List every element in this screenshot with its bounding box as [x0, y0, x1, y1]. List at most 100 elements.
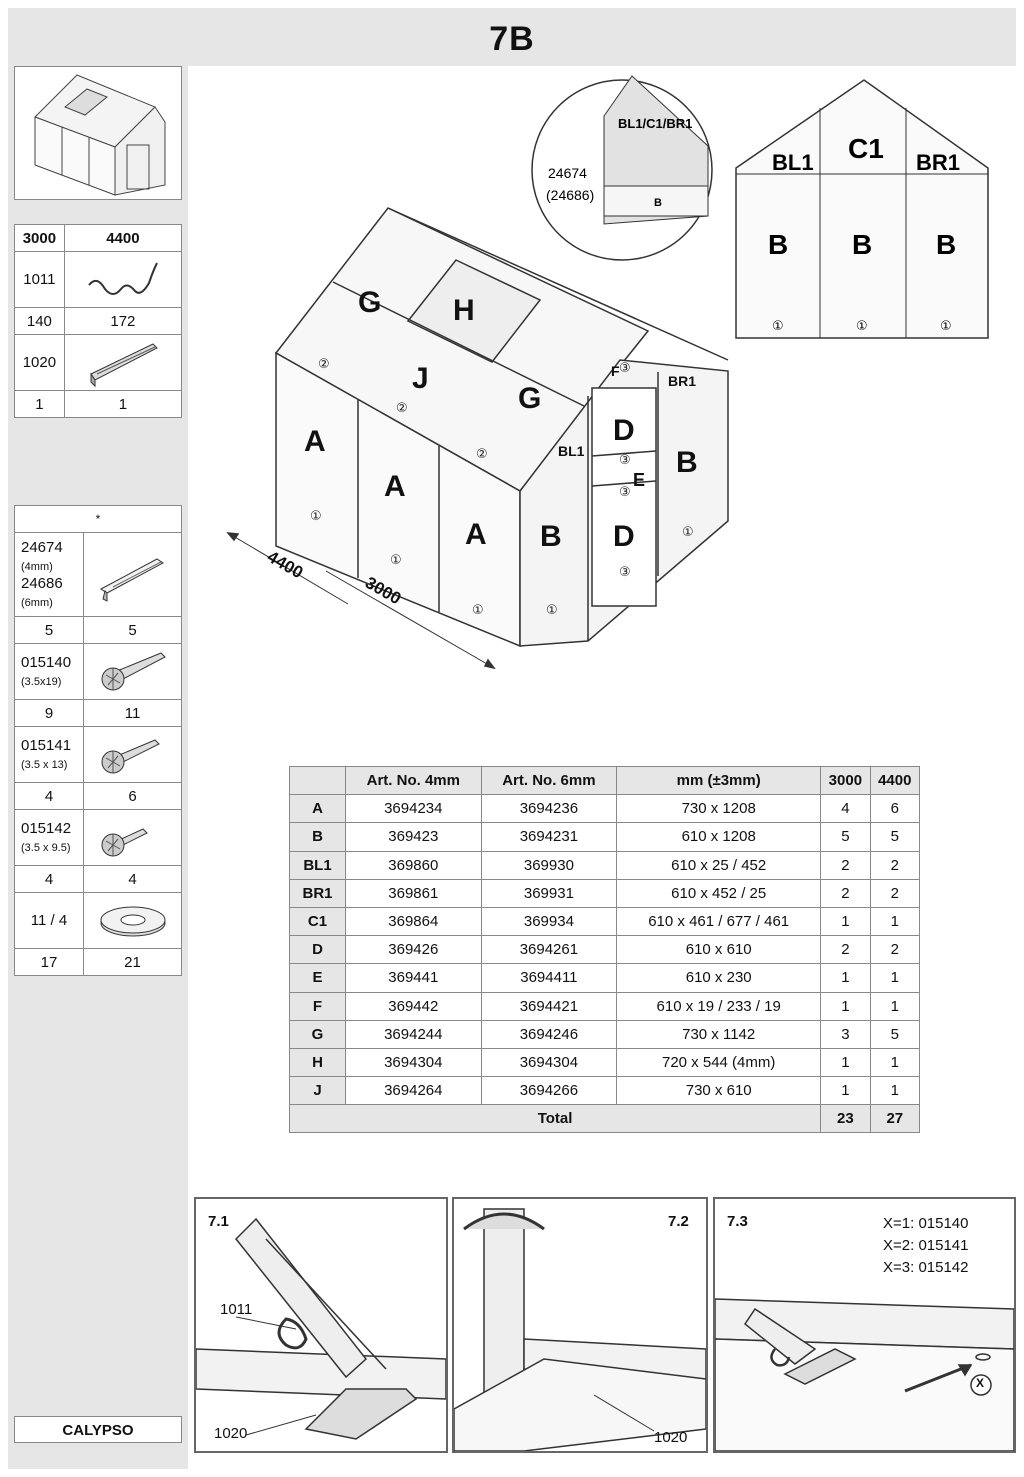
- panel-label: A: [465, 518, 487, 551]
- table-cell: 369426: [345, 935, 482, 965]
- table-cell: 1: [869, 963, 921, 993]
- inset-label: BL1/C1/BR1: [618, 116, 692, 131]
- gable-label: B: [768, 229, 788, 260]
- part-qty-3000: 140: [14, 307, 65, 335]
- table-cell: 1: [820, 1076, 871, 1106]
- part-qty-4400: 5: [83, 616, 182, 644]
- table-cell: 369860: [345, 850, 482, 880]
- screw-position-marker: X: [976, 1376, 985, 1390]
- part-callout: 1011: [220, 1301, 253, 1318]
- part-code: 1011: [14, 251, 65, 308]
- step-number: 7.1: [208, 1213, 229, 1230]
- table-cell: 3694261: [480, 935, 618, 965]
- position-marker: ①: [856, 318, 868, 333]
- table-cell: 1: [820, 906, 871, 937]
- table-cell: 730 x 1208: [616, 794, 822, 824]
- part-image: [63, 334, 183, 391]
- panel-label: A: [384, 470, 406, 503]
- table-cell: 730 x 610: [616, 1076, 822, 1106]
- page-header: 7B: [8, 8, 1016, 66]
- table-cell: 369441: [345, 963, 482, 993]
- table-cell: 3694411: [480, 963, 618, 993]
- total-4400: 27: [869, 1104, 921, 1134]
- table-cell: 730 x 1142: [616, 1019, 822, 1049]
- position-marker: ①: [772, 318, 784, 333]
- table-cell: 2: [869, 850, 921, 880]
- table-cell: 2: [820, 935, 871, 965]
- panel-label: J: [412, 362, 429, 395]
- table-cell: 610 x 230: [616, 963, 822, 993]
- part-code: 015141 (3.5 x 13): [13, 726, 85, 783]
- position-marker: ③: [619, 484, 631, 499]
- greenhouse-thumbnail: [14, 66, 182, 200]
- position-marker: ①: [682, 524, 694, 539]
- table-cell: 3694234: [345, 794, 482, 824]
- part-letter: D: [289, 935, 346, 965]
- part-code-note: (3.5x19): [21, 675, 62, 688]
- detail-drawing: [196, 1217, 446, 1440]
- detail-panel-7-3: 7.3 X=1: 015140 X=2: 015141 X=3: 015142 …: [713, 1197, 1016, 1453]
- position-marker: ①: [472, 602, 484, 617]
- table-cell: 369934: [480, 906, 618, 937]
- step-number: 7.2: [668, 1213, 689, 1230]
- panel-label: B: [676, 446, 698, 479]
- part-image: [63, 251, 183, 308]
- screw-icon: [101, 827, 148, 856]
- part-code-main: 015140: [21, 653, 72, 671]
- part-code-main: 015141: [21, 736, 72, 754]
- washer-icon: [100, 906, 165, 936]
- table-cell: 2: [869, 878, 921, 908]
- door: [591, 387, 657, 607]
- table-cell: 1: [820, 991, 871, 1021]
- part-qty-4400: 172: [63, 307, 183, 335]
- table-cell: 610 x 1208: [616, 822, 822, 852]
- table-cell: 1: [869, 1076, 921, 1106]
- part-code: 11 / 4: [13, 892, 85, 949]
- col-header: Art. No. 4mm: [345, 765, 482, 796]
- part-image: [83, 532, 182, 617]
- part-letter: H: [289, 1047, 346, 1078]
- table-cell: 610 x 19 / 233 / 19: [616, 991, 822, 1021]
- detail-drawing: [454, 1208, 706, 1451]
- panel-label: G: [518, 382, 541, 415]
- position-marker: ③: [619, 564, 631, 579]
- part-code: 015140 (3.5x19): [13, 643, 85, 700]
- part-qty-3000: 4: [13, 865, 85, 893]
- greenhouse-diagram: G H J G A A A B B BL1 BR1 D E D F ① ① ① …: [226, 75, 989, 670]
- part-qty-4400: 4: [83, 865, 182, 893]
- gable-elevation: BL1 C1 BR1 B B B ① ① ①: [735, 79, 989, 339]
- part-letter: A: [289, 794, 346, 824]
- glazing-profile-icon: [90, 342, 158, 387]
- panel-label: E: [633, 470, 645, 490]
- table-cell: 1: [869, 1047, 921, 1078]
- table-cell: 1: [820, 963, 871, 993]
- part-callout: 1020: [214, 1425, 248, 1442]
- table-cell: 3694304: [480, 1047, 618, 1078]
- position-marker: ③: [619, 452, 631, 467]
- position-marker: ②: [396, 400, 408, 415]
- detail-drawing: [715, 1298, 1014, 1451]
- table-cell: 369861: [345, 878, 482, 908]
- part-code-main: 24674: [21, 538, 63, 556]
- table-cell: 5: [869, 1019, 921, 1049]
- table-cell: 369864: [345, 906, 482, 937]
- col-header: mm (±3mm): [616, 765, 822, 796]
- table-cell: 2: [820, 850, 871, 880]
- profile-detail-inset: BL1/C1/BR1 24674 (24686) B: [531, 75, 713, 261]
- panel-label: BR1: [668, 373, 696, 389]
- part-qty-3000: 1: [14, 390, 65, 418]
- gable-label: BR1: [916, 150, 960, 175]
- screw-legend-item: X=1: 015140: [883, 1215, 969, 1232]
- table-cell: 610 x 25 / 452: [616, 850, 822, 880]
- part-image: [83, 809, 182, 866]
- table-cell: 3694231: [480, 822, 618, 852]
- part-code: 24674 (4mm) 24686 (6mm): [13, 532, 85, 617]
- part-code-alt-note: (6mm): [21, 596, 53, 609]
- part-image: [83, 726, 182, 783]
- table-cell: 3694236: [480, 794, 618, 824]
